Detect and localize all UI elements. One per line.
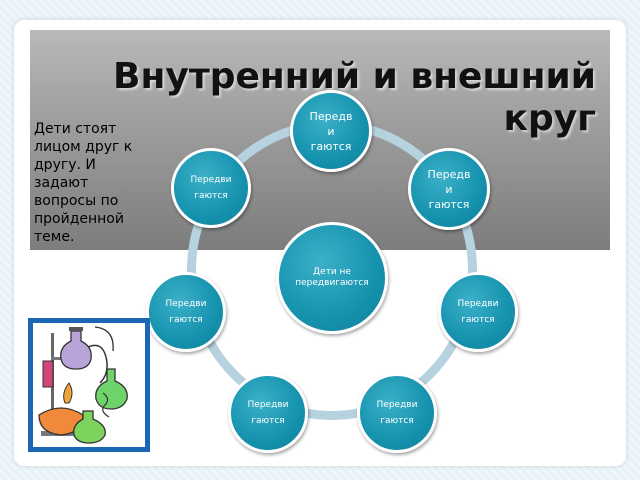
node-mid-right: Передви гаются xyxy=(438,272,518,352)
node-upper-left-label: Передви гаются xyxy=(190,175,232,201)
node-bottom-left: Передви гаются xyxy=(228,373,308,453)
chemistry-picture-frame xyxy=(28,318,150,452)
node-bottom-left-label: Передви гаются xyxy=(247,400,289,426)
node-mid-right-label: Передви гаются xyxy=(457,299,499,325)
node-upper-right-label: Передв и гаются xyxy=(427,167,471,211)
center-node: Дети не передвигаются xyxy=(276,222,388,334)
node-upper-right: Передв и гаются xyxy=(408,148,490,230)
chemistry-lab-flasks-icon xyxy=(38,326,128,444)
node-upper-left: Передви гаются xyxy=(171,148,251,228)
node-bottom-right-label: Передви гаются xyxy=(376,400,418,426)
node-top: Передв и гаются xyxy=(290,90,372,172)
description-text: Дети стоят лицом друг к другу. И задают … xyxy=(34,121,133,245)
node-mid-left-label: Передви гаются xyxy=(165,299,207,325)
node-bottom-right: Передви гаются xyxy=(357,373,437,453)
node-mid-left: Передви гаются xyxy=(146,272,226,352)
center-node-label: Дети не передвигаются xyxy=(295,267,369,288)
node-top-label: Передв и гаются xyxy=(309,109,353,153)
slide-title: Внутренний и внешний круг xyxy=(113,56,596,139)
